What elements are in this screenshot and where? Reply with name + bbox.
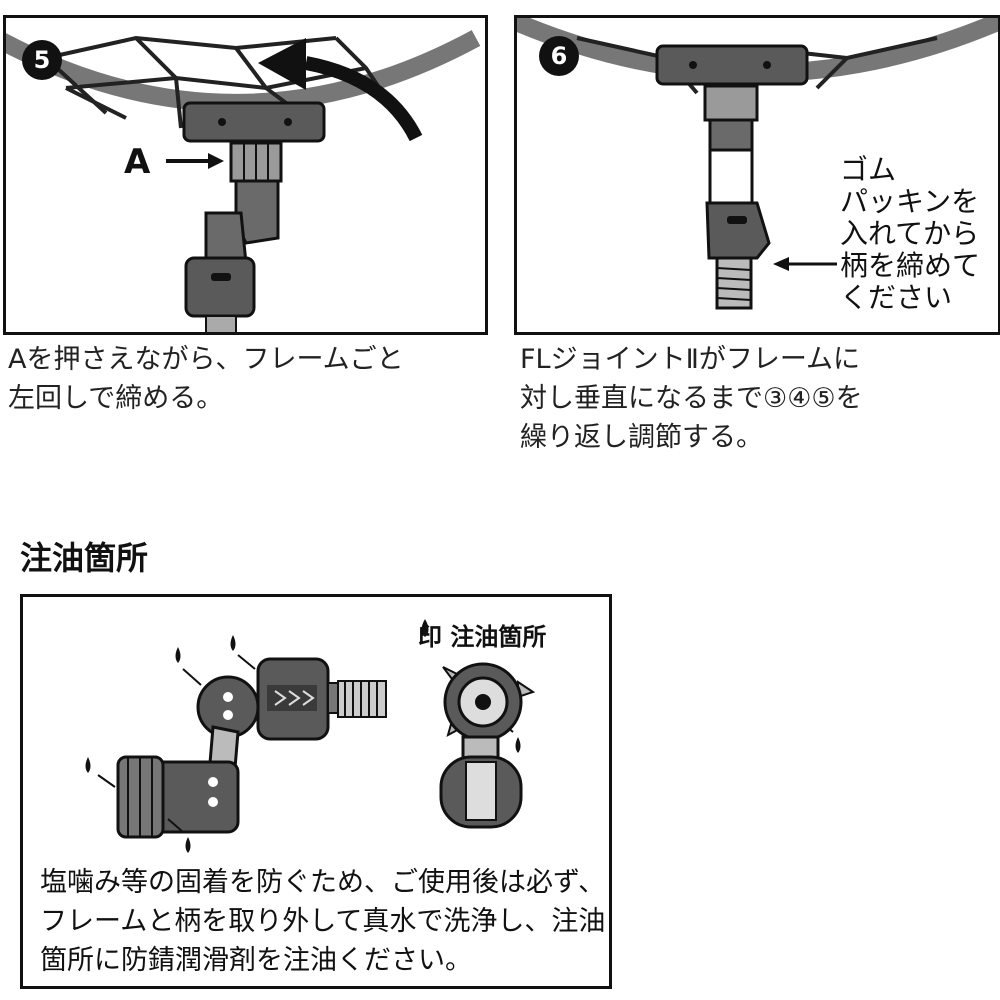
instruction-line: 塩噛み等の固着を防ぐため、ご使用後は必ず、 — [40, 867, 606, 898]
note-line: 入れてから — [840, 217, 980, 250]
step6-caption: FLジョイントⅡがフレームに 対し垂直になるまで③④⑤を 繰り返し調節する。 — [520, 340, 863, 457]
instruction-line: フレームと柄を取り外して真水で洗浄し、注油 — [40, 906, 606, 937]
oil-drop-icon — [421, 619, 429, 637]
oil-drop-icon — [85, 635, 521, 853]
label-a: A — [124, 142, 151, 182]
caption-line: 左回しで締める。 — [8, 383, 224, 414]
oiling-panel: 印 注油箇所 塩噛み等の固着を防ぐため、ご使用後は必ず、 フレームと柄を取り外し… — [20, 594, 612, 989]
oiling-illustration — [85, 635, 536, 853]
handle-grip — [184, 256, 256, 318]
step5-panel: 5 A — [3, 15, 488, 335]
joint-assembly — [116, 657, 387, 839]
end-view-part — [439, 662, 536, 829]
caption-line: 繰り返し調節する。 — [520, 422, 763, 453]
joint-head — [182, 101, 326, 143]
note-line: ください — [840, 281, 953, 314]
step-number-badge: 5 — [22, 40, 62, 80]
section-title: 注油箇所 — [20, 539, 149, 577]
note-line: 柄を締めて — [840, 249, 981, 282]
rubber-packing — [708, 148, 754, 207]
note-line: パッキンを — [840, 185, 980, 218]
step6-illustration — [517, 18, 998, 310]
caption-line: 対し垂直になるまで③④⑤を — [520, 383, 863, 414]
step6-panel: 6 ゴム パッキンを 入れてから 柄を締めて ください — [514, 15, 1000, 335]
curved-arrow-icon — [304, 56, 423, 142]
caption-line: Aを押さえながら、フレームごと — [8, 344, 404, 375]
instruction-line: 箇所に防錆潤滑剤を注油ください。 — [40, 945, 472, 976]
collar — [703, 84, 759, 122]
step-number-badge: 6 — [539, 36, 579, 76]
step5-caption: Aを押さえながら、フレームごと 左回しで締める。 — [8, 340, 404, 418]
caption-line: FLジョイントⅡがフレームに — [520, 344, 861, 375]
legend-text: 印 注油箇所 — [418, 623, 547, 651]
rubber-packing-note: ゴム パッキンを 入れてから 柄を締めて ください — [840, 154, 980, 314]
note-line: ゴム — [840, 153, 897, 186]
step5-illustration — [6, 30, 481, 332]
daiwa-logo — [267, 685, 317, 711]
oiling-instructions: 塩噛み等の固着を防ぐため、ご使用後は必ず、 フレームと柄を取り外して真水で洗浄し… — [40, 863, 605, 980]
oil-legend: 印 注油箇所 — [418, 617, 546, 652]
joint-head — [655, 44, 809, 86]
